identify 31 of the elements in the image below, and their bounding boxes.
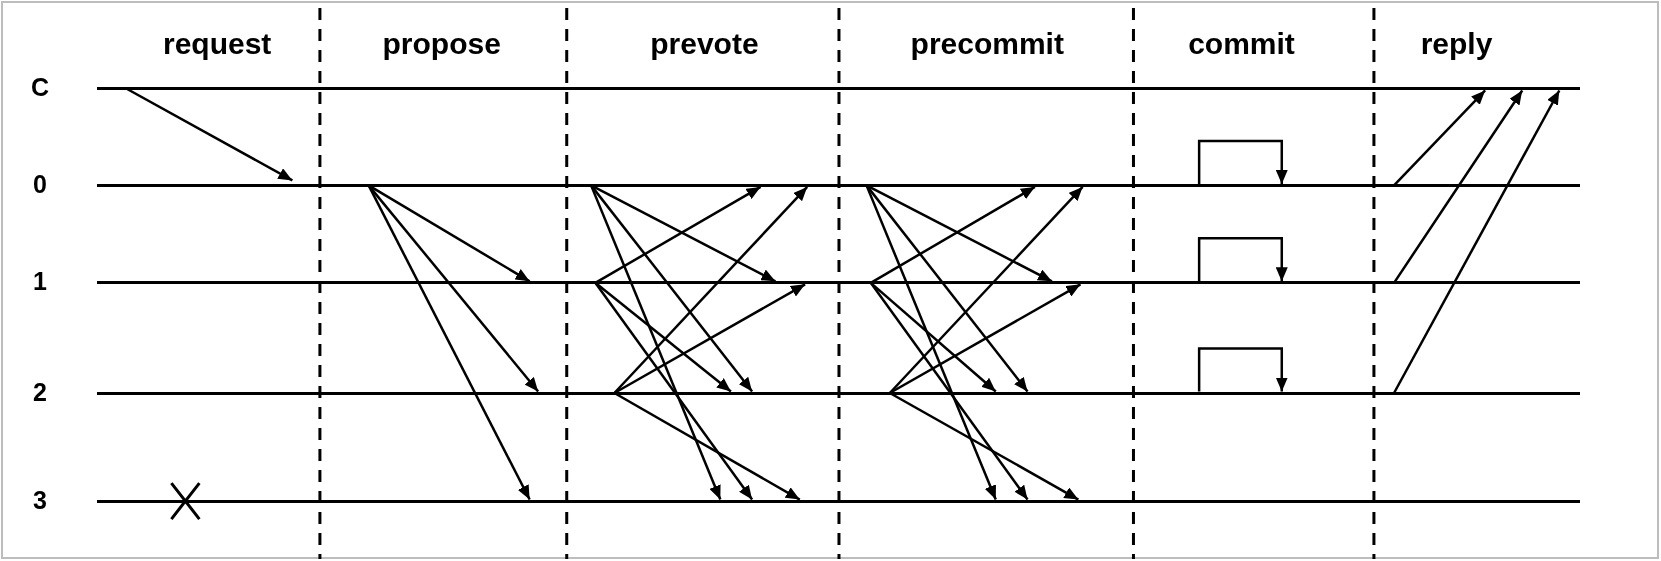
message-arrow: [1392, 89, 1561, 394]
message-arrow: [594, 281, 732, 393]
process-label: C: [29, 72, 51, 104]
message-arrow: [613, 186, 809, 394]
message-arrow: [1197, 237, 1288, 282]
phase-heading: request: [162, 26, 272, 62]
message-arrow: [368, 184, 531, 283]
message-arrow: [126, 87, 293, 182]
process-label: 3: [32, 484, 48, 516]
phase-heading: prevote: [650, 26, 759, 62]
message-arrow: [590, 184, 754, 393]
message-arrow: [869, 282, 1029, 501]
message-arrow: [589, 184, 722, 501]
message-arrow: [1393, 89, 1524, 284]
message-arrow: [865, 184, 1029, 393]
process-label: 1: [32, 266, 48, 298]
message-arrow: [1197, 347, 1288, 392]
phase-heading: commit: [1188, 26, 1295, 62]
message-arrow: [613, 283, 806, 395]
message-arrow: [889, 283, 1082, 395]
phase-heading: precommit: [910, 26, 1064, 62]
message-arrow: [367, 184, 531, 501]
message-arrow: [865, 184, 997, 501]
message-arrow: [888, 186, 1084, 394]
message-arrow: [1393, 89, 1487, 187]
process-label: 2: [32, 376, 48, 408]
phase-heading: propose: [382, 26, 501, 62]
message-arrow: [1197, 139, 1288, 184]
message-arrow: [594, 282, 754, 501]
phase-heading: reply: [1420, 26, 1493, 62]
process-label: 0: [32, 168, 48, 200]
